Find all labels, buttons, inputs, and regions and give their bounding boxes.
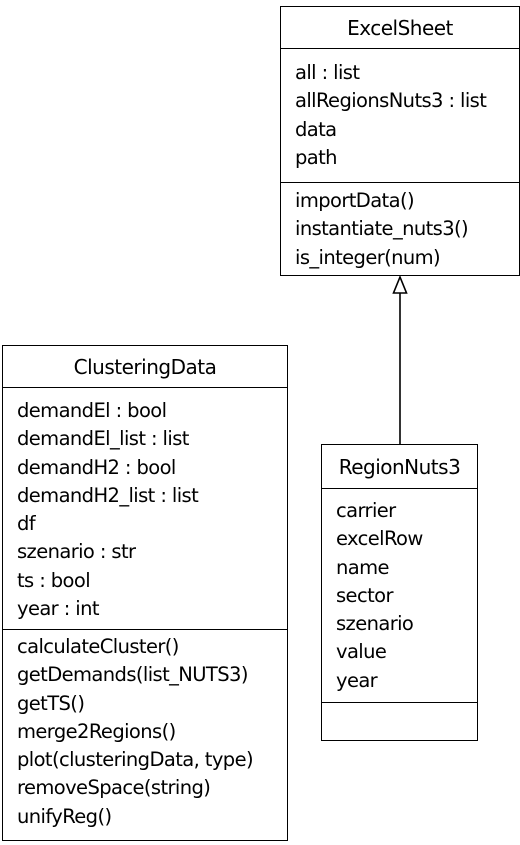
method: is_integer(num) (295, 245, 441, 269)
method: getDemands(list_NUTS3) (17, 663, 248, 687)
attribute: data (295, 117, 337, 141)
attribute: szenario (336, 612, 414, 636)
attribute: allRegionsNuts3 : list (295, 89, 487, 113)
attribute: demandH2 : bool (17, 455, 176, 479)
attribute: szenario : str (17, 540, 136, 564)
attribute: df (17, 512, 36, 536)
attribute: demandEl : bool (17, 399, 167, 422)
methods-compartment: calculateCluster() getDemands(list_NUTS3… (3, 630, 287, 831)
class-name: ClusteringData (3, 346, 287, 388)
class-name: RegionNuts3 (322, 445, 477, 489)
class-excelsheet[interactable]: ExcelSheet all : list allRegionsNuts3 : … (280, 6, 520, 276)
attribute: value (336, 640, 387, 664)
method: instantiate_nuts3() (295, 217, 469, 241)
class-name: ExcelSheet (281, 7, 519, 49)
attribute: demandH2_list : list (17, 483, 199, 507)
method: calculateCluster() (17, 635, 179, 658)
attributes-compartment: all : list allRegionsNuts3 : list data p… (281, 49, 519, 183)
attributes-compartment: carrier excelRow name sector szenario va… (322, 489, 477, 703)
method: removeSpace(string) (17, 776, 211, 800)
generalization-arrowhead (392, 274, 408, 294)
method: importData() (295, 189, 415, 212)
attribute: carrier (336, 499, 396, 522)
attribute: all : list (295, 61, 360, 84)
class-clusteringdata[interactable]: ClusteringData demandEl : bool demandEl_… (2, 345, 288, 841)
method: unifyReg() (17, 804, 112, 828)
attribute: excelRow (336, 527, 423, 551)
attribute: year (336, 668, 378, 692)
attribute: name (336, 555, 390, 579)
attribute: demandEl_list : list (17, 427, 189, 451)
attribute: ts : bool (17, 568, 91, 592)
class-regionnuts3[interactable]: RegionNuts3 carrier excelRow name sector… (321, 444, 478, 741)
attribute: year : int (17, 597, 100, 621)
attribute: sector (336, 583, 393, 607)
attributes-compartment: demandEl : bool demandEl_list : list dem… (3, 388, 287, 630)
methods-compartment: importData() instantiate_nuts3() is_inte… (281, 183, 519, 272)
attribute: path (295, 145, 338, 169)
method: getTS() (17, 691, 85, 715)
method: merge2Regions() (17, 719, 176, 743)
method: plot(clusteringData, type) (17, 748, 254, 772)
